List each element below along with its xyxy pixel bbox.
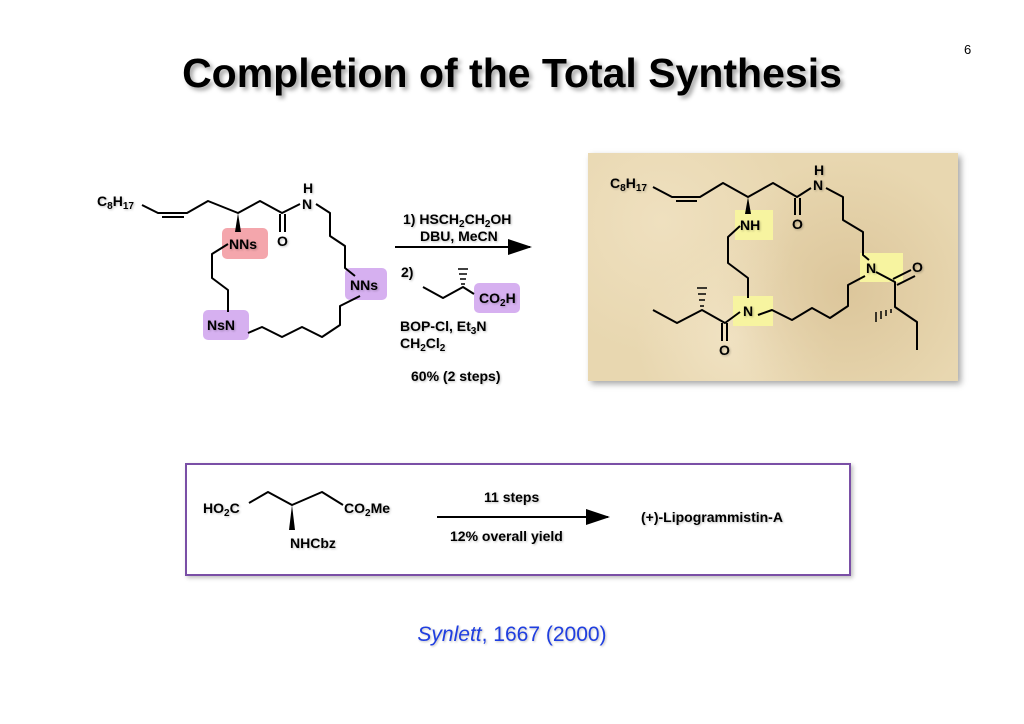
product-chain-label: C8H17 (610, 175, 647, 194)
sm-nsn-bottom: NsN (207, 317, 236, 333)
reaction-yield: 60% (2 steps) (411, 368, 501, 384)
sm-nns-top: NNs (229, 236, 258, 252)
product-amide-h: H (814, 162, 825, 178)
summary-target: (+)-Lipogrammistin-A (641, 509, 783, 525)
sm-amide-n: N (302, 196, 313, 212)
page-number: 6 (964, 42, 972, 57)
product-o-right: O (912, 259, 923, 275)
step2-solvent: CH2Cl2 (400, 335, 446, 354)
nsn-highlight-purple (203, 310, 249, 340)
acid-co2h: CO2H (479, 290, 516, 309)
product-n-right: N (866, 260, 877, 276)
sm-amide-h: H (303, 180, 314, 196)
summary-co2me: CO2Me (344, 500, 391, 519)
nns-highlight-pink (222, 228, 268, 259)
product-nh: NH (740, 217, 761, 233)
product-panel (588, 153, 958, 381)
step1-base-solvent: DBU, MeCN (420, 228, 498, 244)
step2-coupling: BOP-Cl, Et3N (400, 318, 487, 337)
step1-reagent: 1) HSCH2CH2OH (403, 211, 512, 230)
step2-label: 2) (401, 264, 414, 280)
summary-nhcbz: NHCbz (290, 535, 336, 551)
citation-journal: Synlett (417, 623, 482, 646)
sm-carbonyl-o: O (277, 233, 288, 249)
summary-yield: 12% overall yield (450, 528, 563, 544)
sm-nns-right: NNs (350, 277, 379, 293)
product-amide-n: N (813, 177, 824, 193)
sm-chain (141, 200, 301, 214)
product-carbonyl-o: O (792, 216, 803, 232)
summary-ho2c: HO2C (203, 500, 240, 519)
product-n-bottom: N (743, 303, 754, 319)
product-o-bottom: O (719, 342, 730, 358)
citation-details: , 1667 (2000) (481, 623, 607, 646)
sm-chain-label: C8H17 (97, 193, 134, 212)
slide-title: Completion of the Total Synthesis (182, 50, 842, 96)
nh-highlight (735, 210, 773, 240)
summary-box (185, 463, 851, 576)
acid-highlight-purple (474, 283, 520, 313)
summary-steps: 11 steps (484, 489, 540, 505)
citation: Synlett, 1667 (2000) (0, 623, 1024, 647)
